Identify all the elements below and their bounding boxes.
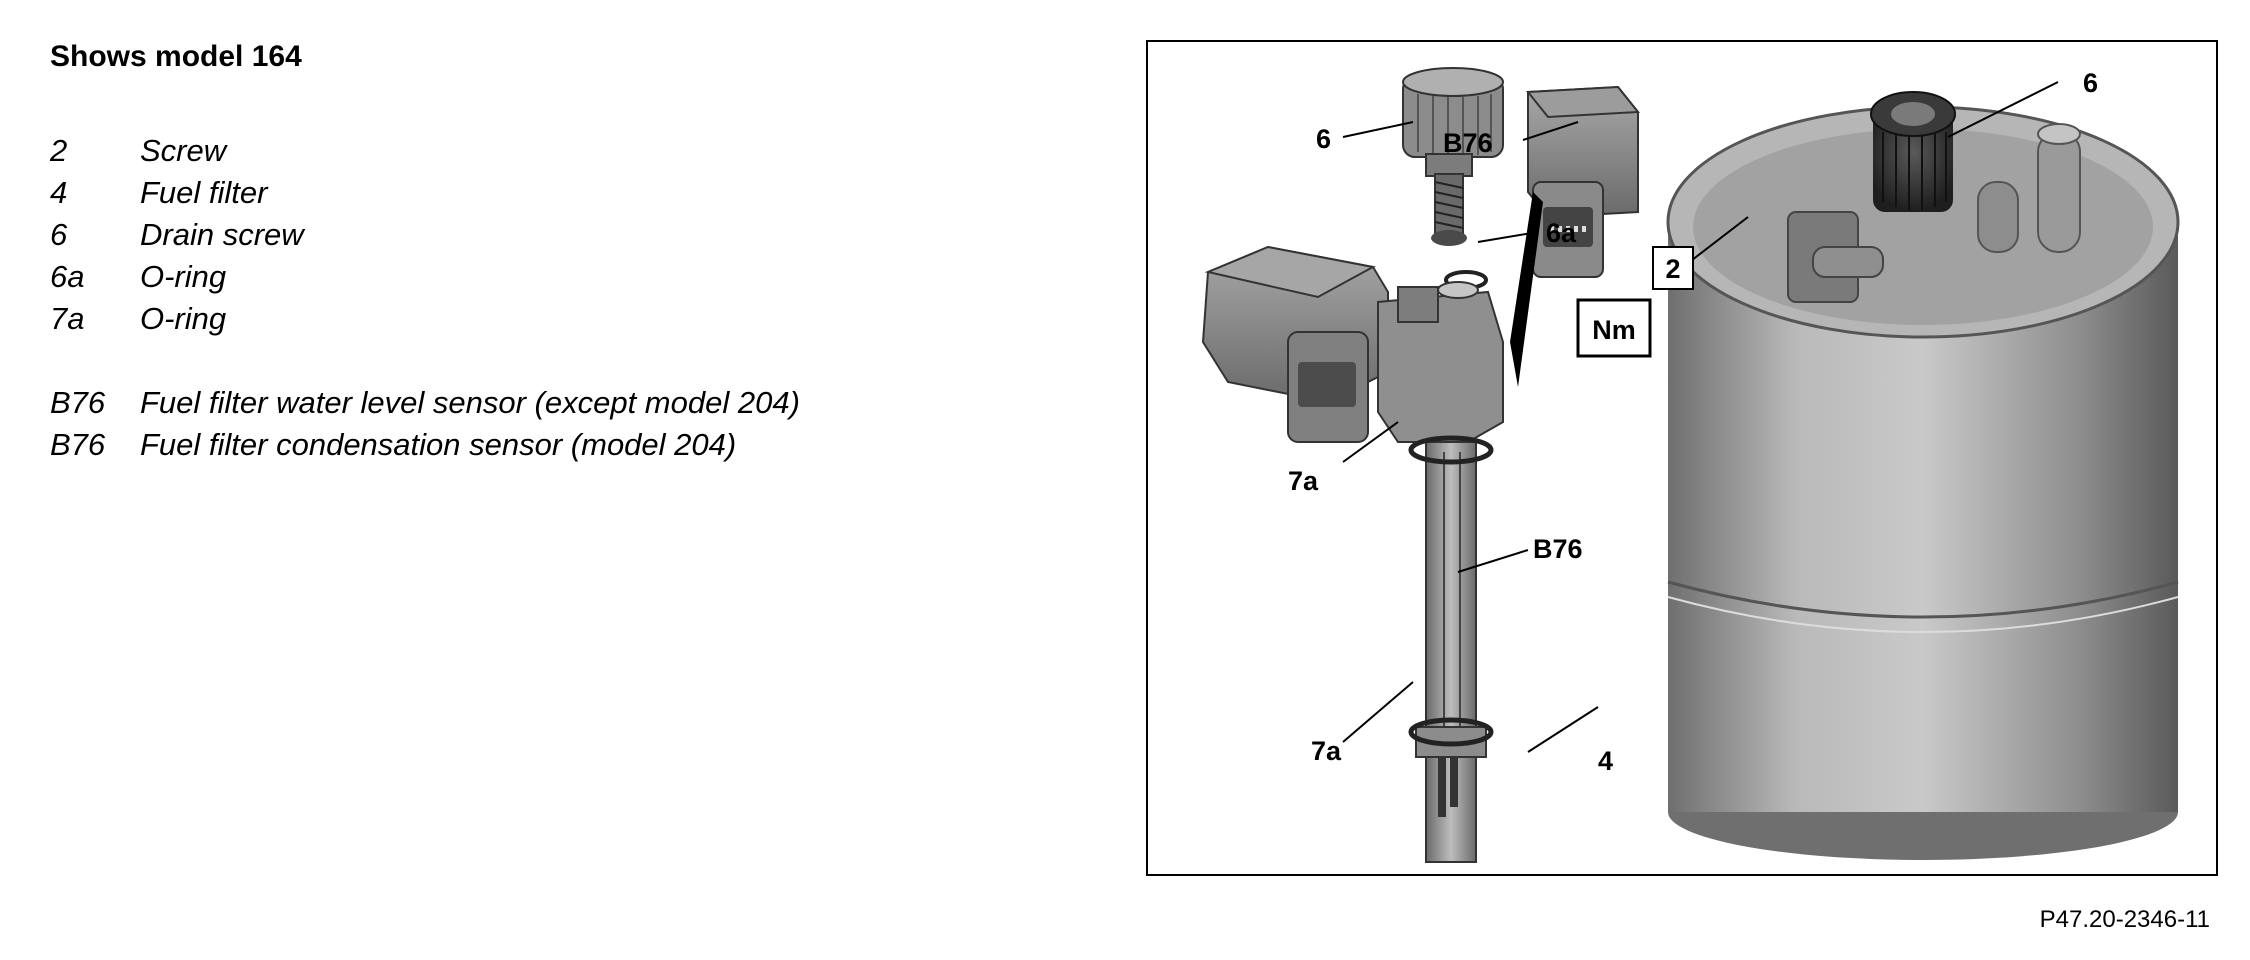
legend-text: Fuel filter water level sensor (except m… [140, 385, 800, 420]
callout-sensor-b76: B76 [1443, 128, 1493, 158]
callout-drain-screw: 6 [1316, 124, 1331, 154]
callout-sensor-b76-rod: B76 [1533, 534, 1583, 564]
exploded-view-figure: Nm [1146, 40, 2218, 876]
drain-screw-exploded [1402, 67, 1504, 246]
callout-screw: 2 [1665, 254, 1680, 284]
legend-text: Drain screw [140, 217, 304, 252]
legend-spacer [50, 340, 800, 382]
legend-text: Fuel filter condensation sensor (model 2… [140, 427, 737, 462]
legend-code: 7a [50, 301, 85, 336]
filter-top-fittings [1787, 123, 2081, 303]
callout-fuel-filter: 4 [1598, 746, 1613, 776]
legend-code: B76 [50, 427, 106, 462]
legend-text: Fuel filter [140, 175, 268, 210]
callout-screw-box: 2 [1652, 246, 1694, 290]
figure-reference-code: P47.20-2346-11 [2039, 906, 2210, 933]
sensor-housing-on-filter [1526, 85, 1640, 278]
exploded-view-drawing: Nm [1201, 67, 2180, 863]
legend-text: Screw [140, 133, 227, 168]
legend-code: 2 [50, 133, 68, 168]
legend-list: 2 Screw 4 Fuel filter 6 Drain screw 6a O… [50, 130, 800, 466]
callout-o-ring-7a: 7a [1311, 736, 1342, 766]
legend-code: 4 [50, 175, 68, 210]
legend-text: O-ring [140, 259, 227, 294]
torque-box: Nm [1576, 298, 1652, 358]
callout-drain-screw: 6 [2083, 68, 2098, 98]
sensor-exploded [1201, 245, 1504, 443]
drain-screw-knob [1870, 91, 1956, 212]
callout-o-ring-7a: 7a [1288, 466, 1319, 496]
assembly-wedge [1510, 192, 1543, 387]
o-ring-7a-upper [1408, 435, 1494, 465]
legend-code: 6 [50, 217, 68, 252]
legend-text: O-ring [140, 301, 227, 336]
page-title: Shows model 164 [50, 40, 302, 73]
torque-label: Nm [1592, 315, 1636, 345]
legend-item: 7a O-ring [50, 298, 800, 340]
legend-item: B76 Fuel filter condensation sensor (mod… [50, 424, 800, 466]
o-ring-7a-lower [1408, 717, 1494, 747]
legend-item: B76 Fuel filter water level sensor (exce… [50, 382, 800, 424]
legend-code: B76 [50, 385, 106, 420]
callout-o-ring-6a: 6a [1546, 218, 1577, 248]
legend-item: 2 Screw [50, 130, 800, 172]
legend-item: 6 Drain screw [50, 214, 800, 256]
legend-code: 6a [50, 259, 85, 294]
sensor-rod [1415, 441, 1487, 863]
legend-item: 4 Fuel filter [50, 172, 800, 214]
legend-item: 6a O-ring [50, 256, 800, 298]
